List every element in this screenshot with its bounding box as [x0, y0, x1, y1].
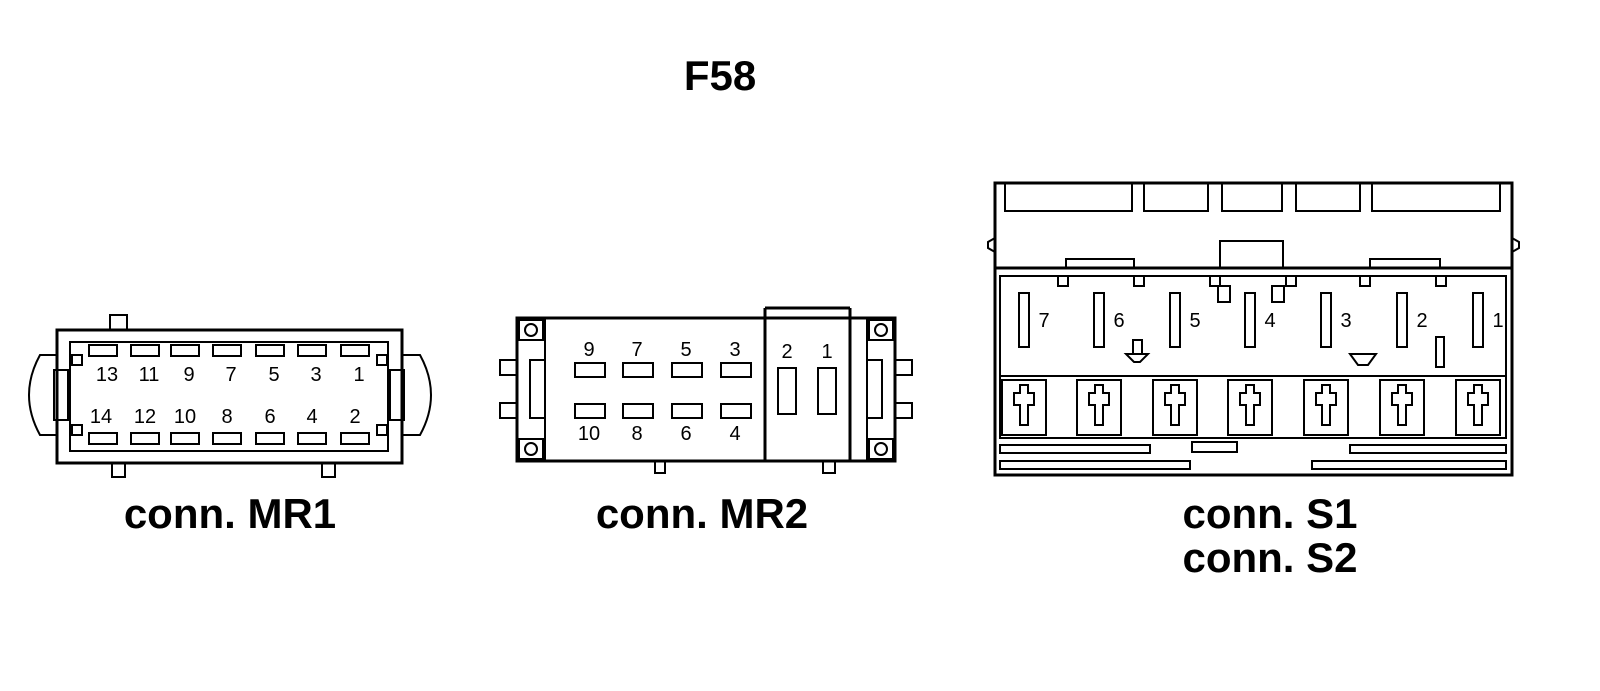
mr2-power-terminals — [777, 367, 837, 415]
mr2-pin-label-2: 2 — [781, 341, 792, 363]
mr1-terminal-2 — [340, 432, 370, 445]
mr1-pin-label-8: 8 — [221, 406, 232, 428]
mr2-terminal-7 — [622, 362, 654, 378]
connector-s-body — [987, 181, 1520, 477]
mr2-pin-label-8: 8 — [631, 423, 642, 445]
mr2-terminal-5 — [671, 362, 703, 378]
mr2-bottom-terminals — [574, 403, 752, 419]
s-cavity-4 — [1227, 379, 1273, 436]
mr1-terminal-5 — [255, 344, 285, 357]
mr1-caption: conn. MR1 — [123, 490, 337, 537]
s-pin-label-3: 3 — [1340, 310, 1351, 332]
mr1-terminal-10 — [170, 432, 200, 445]
mr2-terminal-3 — [720, 362, 752, 378]
mr2-caption: conn. MR2 — [595, 490, 809, 537]
s-cavity-2 — [1379, 379, 1425, 436]
mr1-pin-label-1: 1 — [353, 364, 364, 386]
s-lock-2 — [1391, 384, 1413, 426]
s-terminal-2 — [1396, 292, 1408, 348]
mr1-terminal-13 — [88, 344, 118, 357]
mr1-terminal-9 — [170, 344, 200, 357]
mr2-terminal-8 — [622, 403, 654, 419]
mr1-terminal-4 — [297, 432, 327, 445]
mr1-pin-label-2: 2 — [349, 406, 360, 428]
mr1-bottom-terminals — [88, 432, 370, 445]
mr1-pin-label-13: 13 — [96, 364, 118, 386]
s-terminal-5 — [1169, 292, 1181, 348]
mr2-pin-label-6: 6 — [680, 423, 691, 445]
s-pin-label-6: 6 — [1113, 310, 1124, 332]
mr2-pin-label-1: 1 — [821, 341, 832, 363]
mr1-terminal-14 — [88, 432, 118, 445]
mr1-terminal-3 — [297, 344, 327, 357]
s1-caption: conn. S1 — [1182, 490, 1358, 537]
mr2-pin-label-4: 4 — [729, 423, 740, 445]
mr1-terminal-1 — [340, 344, 370, 357]
s2-caption: conn. S2 — [1182, 534, 1358, 581]
s-terminal-3 — [1320, 292, 1332, 348]
mr1-pin-label-7: 7 — [225, 364, 236, 386]
mr2-power-terminal-1 — [817, 367, 837, 415]
mr2-pin-label-9: 9 — [583, 339, 594, 361]
connector-mr1-body — [28, 314, 432, 478]
mr1-terminal-7 — [212, 344, 242, 357]
mr2-terminal-9 — [574, 362, 606, 378]
mr1-pin-label-5: 5 — [268, 364, 279, 386]
mr1-pin-label-12: 12 — [134, 406, 156, 428]
mr2-terminal-10 — [574, 403, 606, 419]
s-terminal-4 — [1244, 292, 1256, 348]
s-terminal-1 — [1472, 292, 1484, 348]
s-lock-7 — [1013, 384, 1035, 426]
mr1-pin-label-11: 11 — [139, 364, 160, 386]
s-pin-label-4: 4 — [1264, 310, 1275, 332]
s-cavity-5 — [1152, 379, 1198, 436]
s-lock-3 — [1315, 384, 1337, 426]
mr2-top-terminals — [574, 362, 752, 378]
mr1-pin-label-9: 9 — [183, 364, 194, 386]
s-pin-label-5: 5 — [1189, 310, 1200, 332]
mr1-top-terminals — [88, 344, 370, 357]
s-lock-1 — [1467, 384, 1489, 426]
mr1-terminal-12 — [130, 432, 160, 445]
s-terminal-7 — [1018, 292, 1030, 348]
s-cavity-3 — [1303, 379, 1349, 436]
s-terminals — [1018, 292, 1484, 348]
s-pin-label-7: 7 — [1038, 310, 1049, 332]
s-cavity-6 — [1076, 379, 1122, 436]
s-lock-5 — [1164, 384, 1186, 426]
mr1-pin-label-4: 4 — [306, 406, 317, 428]
s-lock-6 — [1088, 384, 1110, 426]
s-pin-label-2: 2 — [1416, 310, 1427, 332]
mr1-pin-label-6: 6 — [264, 406, 275, 428]
s-lock-4 — [1239, 384, 1261, 426]
mr1-pin-label-14: 14 — [90, 406, 112, 428]
s-cavity-7 — [1001, 379, 1047, 436]
s-terminal-6 — [1093, 292, 1105, 348]
mr2-terminal-4 — [720, 403, 752, 419]
mr2-pin-label-3: 3 — [729, 339, 740, 361]
mr1-terminal-8 — [212, 432, 242, 445]
connector-mr2-body — [499, 306, 913, 474]
s-terminal-locks — [1001, 379, 1501, 436]
s-pin-label-1: 1 — [1492, 310, 1503, 332]
mr2-power-terminal-2 — [777, 367, 797, 415]
mr1-terminal-6 — [255, 432, 285, 445]
mr1-pin-label-3: 3 — [310, 364, 321, 386]
mr2-terminal-6 — [671, 403, 703, 419]
mr2-pin-label-5: 5 — [680, 339, 691, 361]
s-cavity-1 — [1455, 379, 1501, 436]
mr2-pin-label-7: 7 — [631, 339, 642, 361]
diagram-title: F58 — [683, 52, 757, 99]
mr2-pin-label-10: 10 — [578, 423, 600, 445]
mr1-pin-label-10: 10 — [174, 406, 196, 428]
mr1-terminal-11 — [130, 344, 160, 357]
